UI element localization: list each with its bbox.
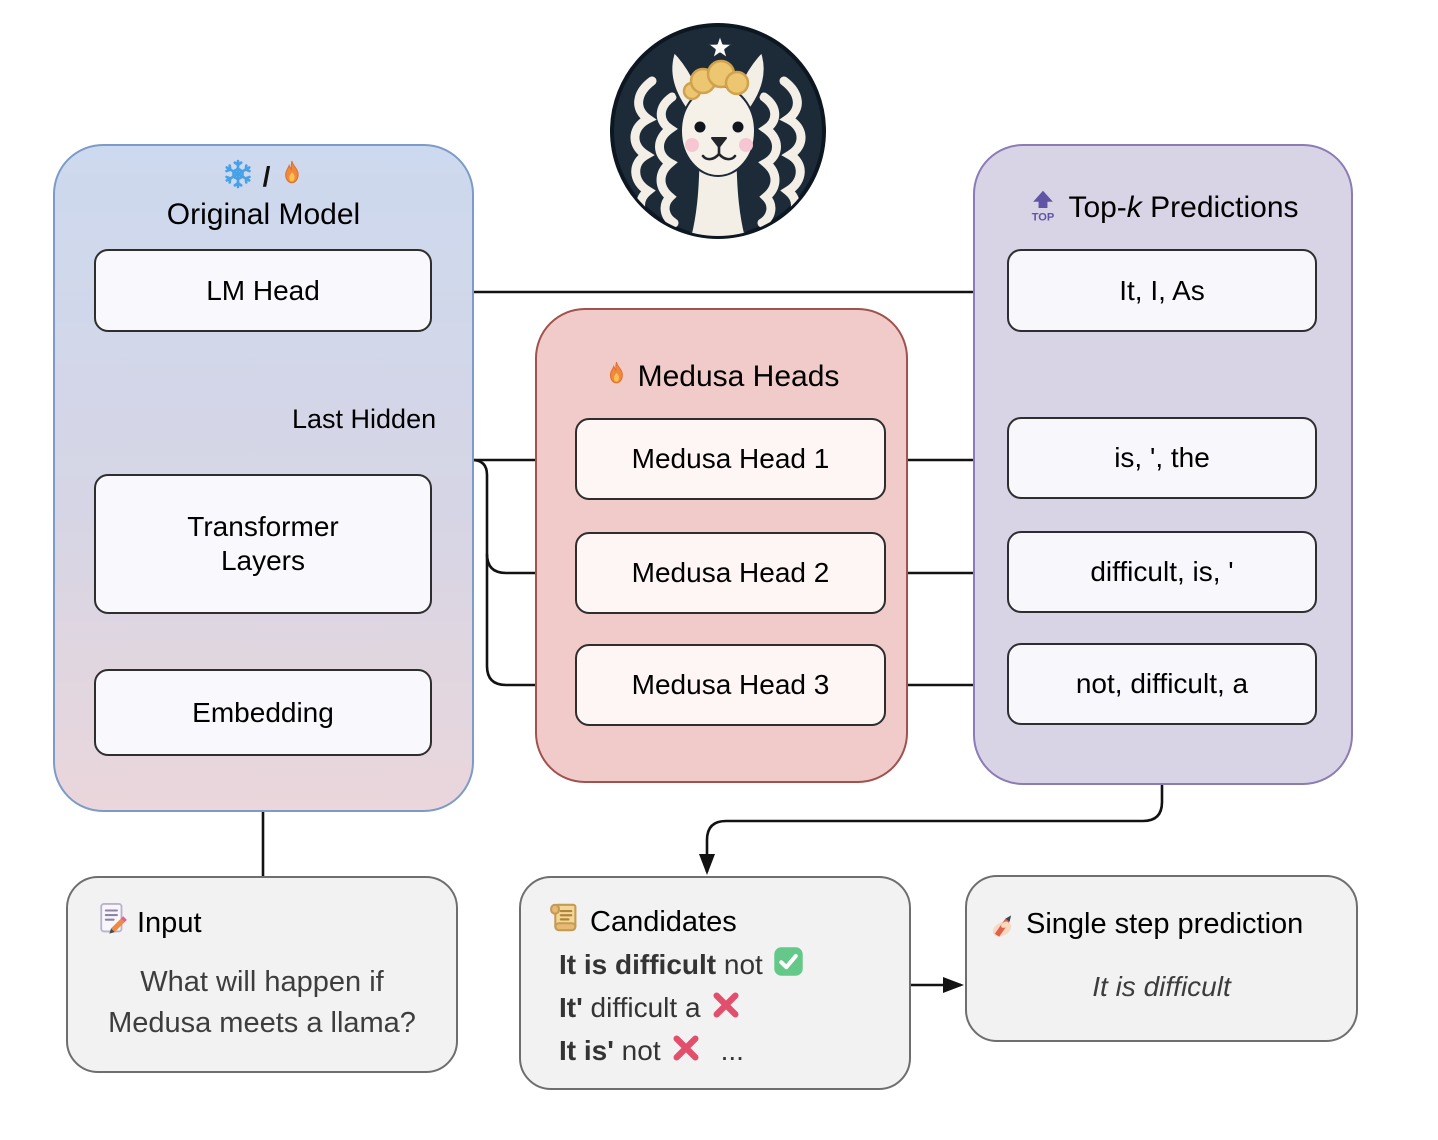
fire-icon <box>604 360 629 394</box>
input-text: What will happen if Medusa meets a llama… <box>108 966 416 1040</box>
medusa-head-2-box: Medusa Head 2 <box>575 532 886 614</box>
llama-cheek-left <box>685 138 699 152</box>
scroll-icon <box>547 900 583 944</box>
input-title: Input <box>137 906 202 939</box>
candidates-box: Candidates It is difficult not It' diffi… <box>519 876 911 1090</box>
medusa-heads-container: Medusa Heads Medusa Head 1 Medusa Head 2… <box>535 308 908 783</box>
candidate-row-2: It' difficult a <box>559 991 804 1025</box>
input-box: Input What will happen if Medusa meets a… <box>66 876 458 1073</box>
check-icon <box>773 946 804 984</box>
topk-header: TOP Top-k Predictions <box>975 188 1351 228</box>
cross-icon <box>671 1033 701 1070</box>
embedding-box: Embedding <box>94 669 432 756</box>
snowflake-icon <box>222 158 254 195</box>
medusa-llama-logo <box>608 21 828 241</box>
llama-cheek-right <box>739 138 753 152</box>
memo-icon <box>96 902 130 944</box>
medusa-hair-waves <box>630 76 806 228</box>
star-icon <box>704 31 736 62</box>
original-model-header: / Original Model <box>55 158 472 232</box>
single-step-result: It is difficult <box>1092 971 1231 1002</box>
topk-title: Top-k Predictions <box>1068 191 1299 224</box>
fire-icon <box>279 159 305 194</box>
last-hidden-label: Last Hidden <box>292 404 437 434</box>
candidate-row-3: It is' not ... <box>559 1034 804 1068</box>
llama-eye-right <box>732 121 744 133</box>
prediction-box-head2: difficult, is, ' <box>1007 531 1317 613</box>
llama-neck <box>686 149 750 236</box>
original-model-title: Original Model <box>166 198 361 231</box>
prediction-box-head1: is, ', the <box>1007 417 1317 499</box>
llama-eye-left <box>694 121 706 133</box>
cross-icon <box>711 990 741 1027</box>
medusa-head-3-box: Medusa Head 3 <box>575 644 886 726</box>
llama-curls <box>682 59 750 101</box>
llama-nose <box>711 137 727 148</box>
topk-predictions-container: TOP Top-k Predictions It, I, As is, ', t… <box>973 144 1353 785</box>
candidates-title: Candidates <box>590 905 737 938</box>
svg-text:TOP: TOP <box>1032 211 1055 223</box>
arrow-topk-to-candidates <box>699 784 1164 875</box>
medusa-head-1-box: Medusa Head 1 <box>575 418 886 500</box>
prediction-box-lm: It, I, As <box>1007 249 1317 332</box>
medusa-heads-header: Medusa Heads <box>537 360 906 394</box>
original-model-container: / Original Model LM Head Transformer Lay… <box>53 144 474 812</box>
single-step-title: Single step prediction <box>1026 907 1304 940</box>
llama-mouth <box>701 145 737 161</box>
writing-hand-icon <box>985 903 1019 945</box>
prediction-box-head3: not, difficult, a <box>1007 643 1317 725</box>
single-step-prediction-box: Single step prediction It is difficult <box>965 875 1358 1042</box>
lm-head-box: LM Head <box>94 249 432 332</box>
top-arrow-icon: TOP <box>1027 188 1059 228</box>
transformer-layers-box: Transformer Layers <box>94 474 432 614</box>
medusa-heads-title: Medusa Heads <box>637 360 840 393</box>
ellipsis-label: ... <box>720 1035 744 1066</box>
candidate-row-1: It is difficult not <box>559 946 804 984</box>
frozen-or-trained-separator: / <box>262 160 271 192</box>
